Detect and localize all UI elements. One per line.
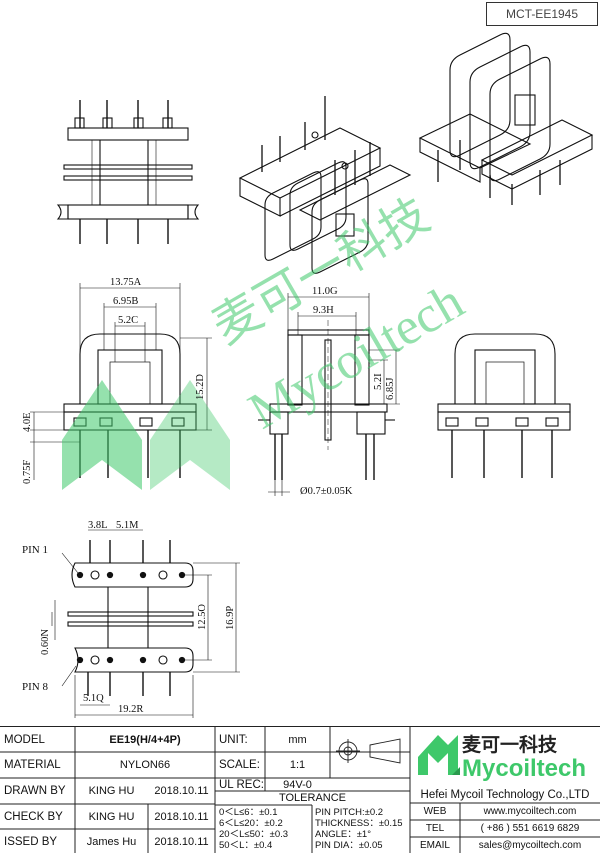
drawn-name: KING HU [88,785,135,797]
model-value: EE19(H/4+4P) [109,733,181,746]
dim-a: 13.75A [110,277,142,288]
ul-value: 94V-0 [283,778,312,791]
dim-i: 5.2I [373,373,384,390]
dimension-labels: 13.75A 6.95B 5.2C 15.2D 4.0E 0.75F 11.0G… [22,277,396,715]
email-label: EMAIL [419,840,450,851]
angle: ANGLE：±1° [315,829,372,840]
drawn-date: 2018.10.11 [154,785,209,797]
drawn-label: DRAWN BY [4,785,66,797]
pin-1-label: PIN 1 [22,544,48,556]
tolerance-title: TOLERANCE [278,792,347,804]
projection-symbol [336,738,401,764]
watermark: 麦可一科技 Mycoiltech [62,189,473,490]
dim-l: 3.8L [88,520,108,531]
dim-f: 0.75F [22,460,33,484]
web-label: WEB [423,806,447,817]
tel-label: TEL [425,823,445,834]
logo-cn: 麦可一科技 [462,733,558,756]
isometric-view-1 [238,96,412,274]
dim-n: 0.60N [40,629,51,655]
unit-label: UNIT: [219,733,248,746]
ul-label: UL REC: [219,778,264,791]
issued-name: James Hu [86,835,137,848]
back-view [437,333,571,478]
pin-dia: PIN DIA：±0.05 [315,840,383,851]
dim-b: 6.95B [113,296,138,307]
issued-date: 2018.10.11 [154,835,209,848]
unit-value: mm [288,733,307,746]
top-view [51,529,240,718]
isometric-view-2 [418,32,594,205]
part-code-box: MCT-EE1945 [486,2,598,26]
thickness: THICKNESS：±0.15 [315,818,403,829]
email-value: sales@mycoiltech.com [478,840,582,851]
logo-en: Mycoiltech [462,755,587,782]
dim-h: 9.3H [313,305,334,316]
issued-label: ISSED BY [4,835,58,848]
pin-pitch: PIN PITCH:±0.2 [315,807,384,818]
dim-g: 11.0G [312,286,338,297]
drawing-sheet: 麦可一科技 Mycoiltech 13.75A 6.95B 5.2C 15.2D… [22,32,594,718]
web-value: www.mycoiltech.com [483,806,577,817]
dim-e: 4.0E [22,412,33,432]
tel-value: ( +86 ) 551 6619 6829 [480,823,580,834]
scale-value: 1:1 [289,759,306,771]
dim-p: 16.9P [225,606,236,630]
side-view-middle [258,293,400,496]
material-label: MATERIAL [4,759,61,771]
dim-k: Ø0.7±0.05K [300,486,353,497]
title-block-grid [0,727,600,853]
tol-1: 0＜L≤6：±0.1 [219,807,278,818]
dim-o: 12.5O [197,604,208,630]
company-name: Hefei Mycoil Technology Co.,LTD [420,788,590,801]
dim-j: 6.85J [385,378,396,400]
check-name: KING HU [88,810,135,823]
title-block: MODEL EE19(H/4+4P) MATERIAL NYLON66 DRAW… [0,726,600,853]
dim-r: 19.2R [118,704,143,715]
scale-label: SCALE: [219,759,260,771]
side-view-top [56,100,200,244]
dim-d: 15.2D [195,374,206,400]
check-date: 2018.10.11 [154,810,209,823]
part-code: MCT-EE1945 [505,7,579,21]
check-label: CHECK BY [4,810,63,823]
tol-3: 20＜L≤50：±0.3 [219,829,289,840]
dim-m: 5.1M [116,520,139,531]
material-value: NYLON66 [119,759,171,771]
pin-8-label: PIN 8 [22,681,48,693]
company-logo-mark [418,735,460,775]
tol-2: 6＜L≤20：±0.2 [219,818,283,829]
tol-4: 50＜L：±0.4 [219,840,273,851]
dim-q: 5.1Q [83,693,104,704]
model-label: MODEL [4,733,45,746]
dim-c: 5.2C [118,315,138,326]
